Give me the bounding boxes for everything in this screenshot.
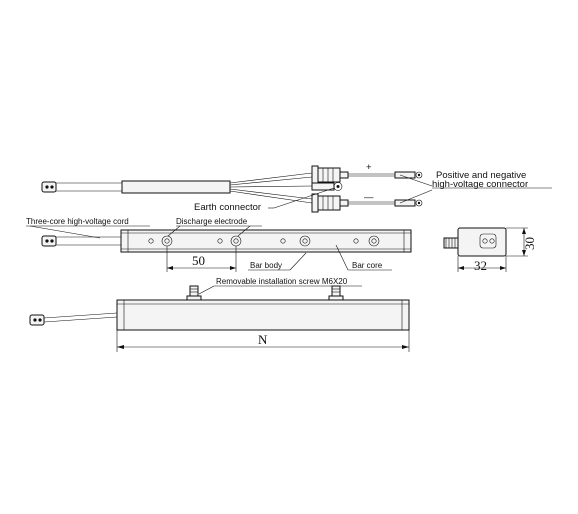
discharge-electrode-4 xyxy=(368,235,380,247)
discharge-electrode-label: Discharge electrode xyxy=(176,217,248,226)
installation-screw-2 xyxy=(328,285,344,301)
discharge-electrode-leader xyxy=(237,225,251,237)
negative-connector xyxy=(311,193,423,213)
three-core-cord-label: Three-core high-voltage cord xyxy=(26,217,129,226)
width-dimension-value: 32 xyxy=(474,258,487,273)
plus-sign: + xyxy=(366,162,372,173)
bar-body-label: Bar body xyxy=(250,261,282,270)
discharge-electrode-leader xyxy=(167,225,181,237)
wire-negative xyxy=(229,190,313,204)
cable-end-plug xyxy=(41,181,57,193)
hv-connector-leader xyxy=(399,174,433,187)
discharge-electrode-3 xyxy=(299,235,311,247)
cable-end-hole xyxy=(50,185,54,189)
bar-cross-section xyxy=(443,227,507,257)
length-dimension-value: N xyxy=(258,332,268,347)
installation-screw-1 xyxy=(186,285,202,301)
cable-end-hole xyxy=(45,185,49,189)
cable-jacket xyxy=(121,180,231,194)
cord-end-plug xyxy=(41,235,57,247)
earth-connector-leader xyxy=(273,187,335,209)
cable-assembly xyxy=(41,172,313,204)
earth-connector-label: Earth connector xyxy=(194,202,261,213)
mounting-hole xyxy=(217,238,223,244)
hv-connector-leader xyxy=(399,189,433,204)
bar-core-leader xyxy=(335,244,349,271)
mounting-hole xyxy=(280,238,286,244)
bar-profile xyxy=(116,299,410,331)
installation-screw-label: Removable installation screw M6X20 xyxy=(216,277,348,286)
bar-body-leader xyxy=(289,252,307,271)
minus-sign: — xyxy=(364,192,374,203)
positive-connector xyxy=(311,165,423,185)
pitch-dimension-value: 50 xyxy=(192,253,205,268)
bar-front-view xyxy=(41,229,412,253)
mounting-hole xyxy=(148,238,154,244)
installation-screw-leader xyxy=(198,285,215,295)
bar-side-view xyxy=(29,285,410,331)
three-core-cord-leader xyxy=(29,225,101,239)
wire-earth xyxy=(229,185,313,188)
mounting-hole xyxy=(353,238,359,244)
bar-body xyxy=(120,229,412,253)
wire-positive xyxy=(229,176,313,186)
bar-core-label: Bar core xyxy=(352,261,383,270)
earth-connector xyxy=(311,182,343,191)
height-dimension-value: 30 xyxy=(522,237,537,250)
hv-connector-label-2: high-voltage connector xyxy=(432,179,528,190)
hv-connector-label-1: Positive and negative xyxy=(436,170,526,181)
wire-negative xyxy=(229,188,313,200)
wire-positive xyxy=(229,172,313,184)
